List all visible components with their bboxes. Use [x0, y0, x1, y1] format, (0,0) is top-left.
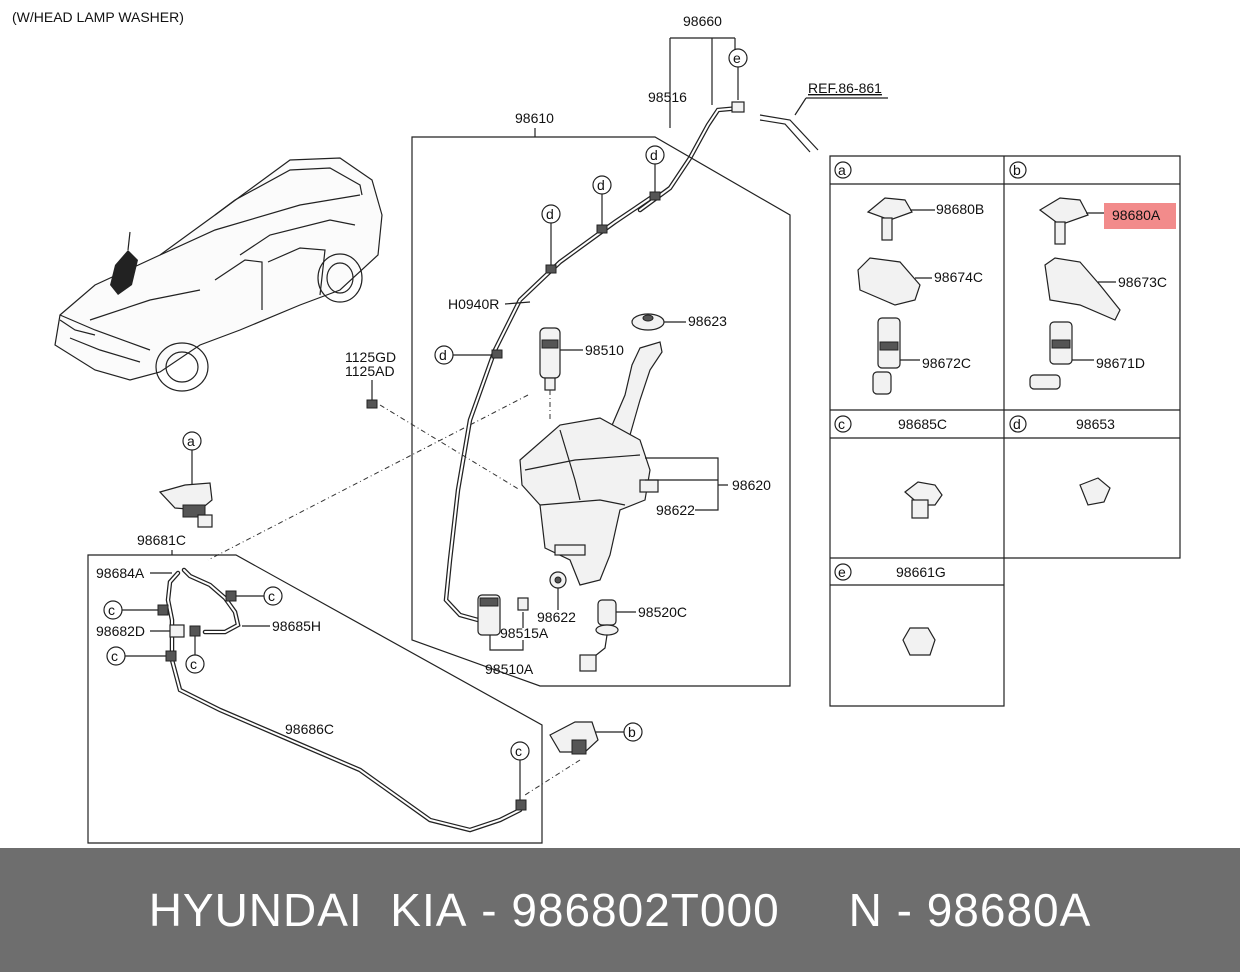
label-98510: 98510: [585, 342, 624, 358]
svg-text:c: c: [515, 743, 522, 759]
nozzle-a-left: [158, 482, 213, 528]
footer-n-code: 98680A: [926, 884, 1092, 936]
cap-98623: [631, 313, 665, 331]
svg-text:c: c: [268, 588, 275, 604]
nozzle-b-right: [549, 721, 599, 755]
part-98672c: 98672C: [922, 355, 971, 371]
label-98622-bottom: 98622: [537, 609, 576, 625]
label-98516: 98516: [648, 89, 687, 105]
part-98661g: 98661G: [896, 564, 946, 580]
footer-sep1: -: [467, 884, 512, 936]
label-1125gd: 1125GD: [345, 349, 396, 365]
label-98682d: 98682D: [96, 623, 145, 639]
svg-text:c: c: [190, 656, 197, 672]
table-d-header: d: [1013, 416, 1021, 432]
car-illustration: [54, 157, 383, 392]
lower-assembly-box: [87, 554, 543, 844]
label-98623: 98623: [688, 313, 727, 329]
part-98653: 98653: [1076, 416, 1115, 432]
highlight-98680a: [1104, 203, 1176, 229]
callout-a-text: a: [187, 433, 195, 449]
label-98610: 98610: [515, 110, 554, 126]
label-98684a: 98684A: [96, 565, 145, 581]
table-b-header: b: [1013, 162, 1021, 178]
table-a-header: a: [838, 162, 846, 178]
c-callouts: c c c c c: [103, 586, 530, 811]
svg-text:d: d: [546, 206, 554, 222]
label-1125ad: 1125AD: [345, 363, 395, 379]
pump-98510: [539, 327, 561, 391]
part-98674c: 98674C: [934, 269, 983, 285]
label-98686c: 98686C: [285, 721, 334, 737]
footer-brand: HYUNDAI KIA: [148, 884, 468, 936]
main-assembly-box: [411, 136, 791, 687]
footer-n-prefix: N: [848, 884, 883, 936]
svg-text:c: c: [111, 648, 118, 664]
label-98520c: 98520C: [638, 604, 687, 620]
label-98685h: 98685H: [272, 618, 321, 634]
footer-sep2: -: [882, 884, 927, 936]
svg-text:c: c: [108, 602, 115, 618]
table-e-header: e: [838, 564, 846, 580]
footer-part-number: 986802T000: [511, 884, 780, 936]
ref-label: REF.86-861: [808, 80, 882, 96]
parts-diagram: (W/HEAD LAMP WASHER) 98660 98516 e REF.8…: [12, 9, 1181, 844]
svg-text:d: d: [439, 347, 447, 363]
connector-98682d: [169, 624, 185, 638]
d-callouts: d d d d: [434, 145, 665, 365]
parts-table: a b 98680B 98674C 98672C 98680A 98673C 9…: [829, 155, 1181, 707]
label-98620: 98620: [732, 477, 771, 493]
reservoir-tank: [519, 341, 663, 586]
header-note: (W/HEAD LAMP WASHER): [12, 9, 184, 25]
callout-b-text: b: [628, 724, 636, 740]
grommet-98622: [549, 571, 567, 589]
label-98515a: 98515A: [500, 625, 549, 641]
level-sensor: [579, 599, 619, 672]
label-98510a: 98510A: [485, 661, 534, 677]
svg-text:d: d: [650, 147, 658, 163]
svg-text:d: d: [597, 177, 605, 193]
part-98680b: 98680B: [936, 201, 984, 217]
label-98622-top: 98622: [656, 502, 695, 518]
part-98671d: 98671D: [1096, 355, 1145, 371]
footer-gap: [780, 883, 849, 937]
label-98660: 98660: [683, 13, 722, 29]
callout-e-text: e: [733, 50, 741, 66]
part-98680a: 98680A: [1112, 207, 1161, 223]
label-h0940r: H0940R: [448, 296, 499, 312]
table-c-header: c: [838, 416, 845, 432]
label-98681c: 98681C: [137, 532, 186, 548]
bolt: [366, 399, 378, 409]
part-98673c: 98673C: [1118, 274, 1167, 290]
footer-banner: HYUNDAI KIA - 986802T000 N - 98680A: [0, 848, 1240, 972]
part-98685c: 98685C: [898, 416, 947, 432]
pump-98510a: [477, 594, 529, 636]
